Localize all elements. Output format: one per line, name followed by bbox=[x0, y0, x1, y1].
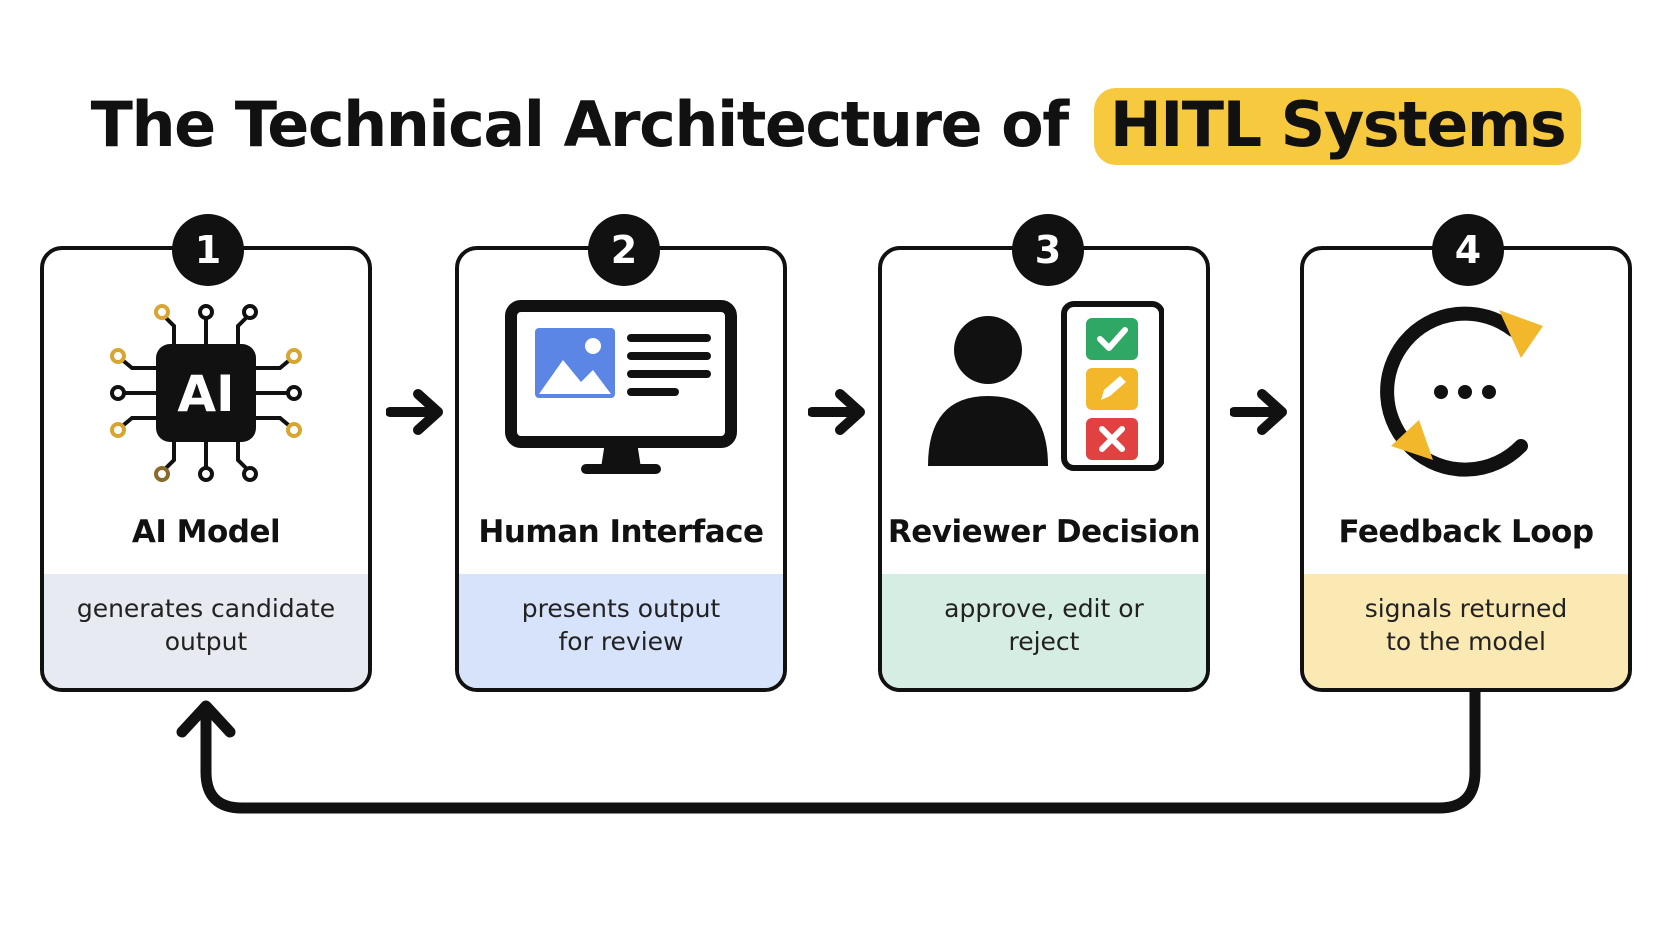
step-description: presents output for review bbox=[459, 574, 783, 688]
arrow-right-icon bbox=[1230, 389, 1287, 435]
title-prefix: The Technical Architecture of bbox=[90, 88, 1070, 161]
cycle-arrow-icon bbox=[1499, 310, 1543, 358]
step-label: AI Model bbox=[131, 514, 281, 550]
step-number-badge: 3 bbox=[1012, 214, 1084, 286]
arrow-right-icon bbox=[808, 389, 865, 435]
step-description: signals returned to the model bbox=[1304, 574, 1628, 688]
step-label: Reviewer Decision bbox=[887, 514, 1201, 550]
ai-chip-icon: AI bbox=[110, 304, 302, 482]
step-description: approve, edit or reject bbox=[882, 574, 1206, 688]
arrow-right-icon bbox=[386, 389, 443, 435]
step-card-feedback-loop: Feedback Loop signals returned to the mo… bbox=[1300, 246, 1632, 692]
step-label: Human Interface bbox=[478, 514, 764, 550]
step-number-badge: 2 bbox=[588, 214, 660, 286]
step-card-reviewer-decision: Reviewer Decision approve, edit or rejec… bbox=[878, 246, 1210, 692]
step-description: generates candidate output bbox=[44, 574, 368, 688]
step-card-human-interface: Human Interface presents output for revi… bbox=[455, 246, 787, 692]
step-card-ai-model: AI AI Model generates candidate output bbox=[40, 246, 372, 692]
step-number-badge: 4 bbox=[1432, 214, 1504, 286]
reviewer-checklist-icon bbox=[928, 301, 1164, 471]
step-label: Feedback Loop bbox=[1338, 514, 1594, 550]
cycle-arrow-icon bbox=[1391, 420, 1433, 460]
person-icon bbox=[954, 316, 1022, 384]
monitor-icon bbox=[505, 300, 737, 474]
feedback-cycle-icon bbox=[1380, 306, 1543, 477]
approve-check-icon bbox=[1086, 318, 1138, 360]
step-number-badge: 1 bbox=[172, 214, 244, 286]
diagram-title: The Technical Architecture of HITL Syste… bbox=[0, 80, 1672, 170]
chip-label: AI bbox=[177, 365, 234, 423]
title-highlight: HITL Systems bbox=[1093, 88, 1582, 165]
